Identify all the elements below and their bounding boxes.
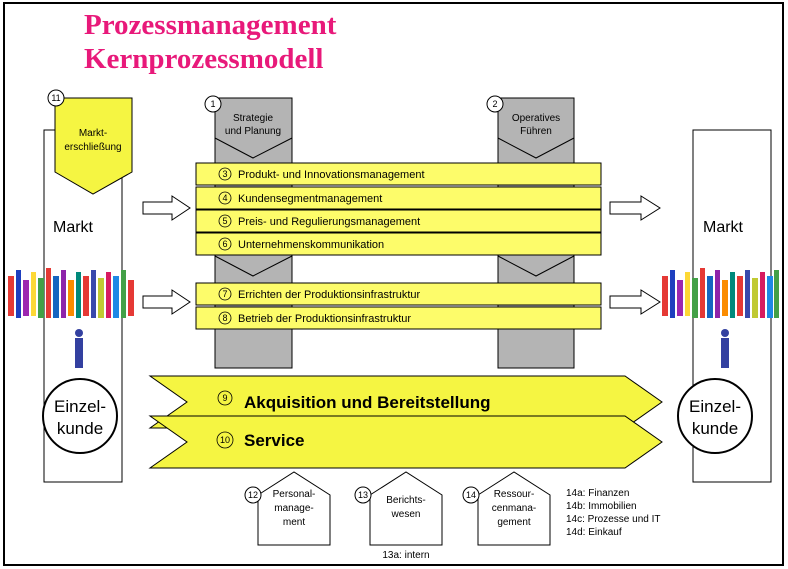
- resources-label-2: cenmana-: [492, 503, 536, 514]
- number-11: 11: [51, 93, 60, 103]
- process-bar-7: [195, 282, 602, 306]
- left-crowd-illustration: [8, 268, 134, 318]
- resources-label-1: Ressour-: [494, 489, 535, 500]
- number-badge-3: [218, 167, 232, 181]
- title-line-2: Kernprozessmodell: [84, 43, 324, 75]
- process-bar-5: [195, 209, 602, 233]
- resource-note-purchasing: 14d: Einkauf: [566, 527, 622, 538]
- operations-label-1: Operatives: [512, 113, 560, 124]
- support-house-personnel: [257, 471, 331, 546]
- title-line-1: Prozessmanagement: [84, 9, 337, 41]
- process-bar-3: [195, 162, 602, 186]
- right-market-label: Markt: [703, 219, 744, 236]
- left-customer-label-2: kunde: [57, 419, 103, 438]
- process-label-7: Errichten der Produktionsinfrastruktur: [238, 289, 421, 301]
- strategy-column-chevron-mid: [214, 255, 293, 277]
- number-1: 1: [210, 99, 215, 109]
- process-bar-8: [195, 306, 602, 330]
- number-badge-11: [47, 89, 65, 107]
- number-6: 6: [222, 239, 227, 249]
- number-badge-10: [216, 431, 234, 449]
- market-development-pentagon: [54, 97, 133, 195]
- chevron-service: [148, 415, 663, 469]
- right-crowd-illustration: [662, 268, 779, 318]
- operations-column-chevron-mid: [497, 255, 575, 277]
- number-3: 3: [222, 169, 227, 179]
- chevron-service-label: Service: [244, 431, 305, 450]
- number-13: 13: [358, 490, 368, 500]
- number-14: 14: [466, 490, 476, 500]
- market-development-label-1: Markt-: [79, 128, 107, 139]
- personnel-label-3: ment: [283, 517, 305, 528]
- personnel-label-2: manage-: [274, 503, 313, 514]
- arrow-right-upper: [609, 195, 661, 221]
- process-label-4: Kundensegmentmanagement: [238, 193, 382, 205]
- number-4: 4: [222, 193, 227, 203]
- operations-column-chevron-top: [497, 137, 575, 159]
- number-badge-4: [218, 191, 232, 205]
- right-customer-circle: [677, 378, 753, 454]
- process-label-3: Produkt- und Innovationsmanagement: [238, 169, 425, 181]
- number-5: 5: [222, 216, 227, 226]
- resource-note-finance: 14a: Finanzen: [566, 488, 629, 499]
- number-2: 2: [492, 99, 497, 109]
- number-badge-7: [218, 287, 232, 301]
- number-badge-2: [486, 95, 504, 113]
- arrow-left-lower: [142, 289, 191, 315]
- process-bar-4: [195, 186, 602, 210]
- number-12: 12: [248, 490, 258, 500]
- support-house-resources: [477, 471, 551, 546]
- number-badge-9: [217, 390, 233, 406]
- strategy-column-chevron-top: [214, 137, 293, 159]
- left-market-label: Markt: [53, 219, 94, 236]
- arrow-left-upper: [142, 195, 191, 221]
- number-badge-14: [462, 486, 480, 504]
- right-person-figure: [721, 329, 729, 368]
- number-9: 9: [222, 393, 227, 403]
- process-label-6: Unternehmenskommunikation: [238, 239, 384, 251]
- strategy-label-2: und Planung: [225, 126, 281, 137]
- resources-label-3: gement: [497, 517, 531, 528]
- left-person-figure: [75, 329, 83, 368]
- resource-note-real-estate: 14b: Immobilien: [566, 501, 637, 512]
- process-label-5: Preis- und Regulierungsmanagement: [238, 216, 420, 228]
- right-customer-label-2: kunde: [692, 419, 738, 438]
- number-badge-5: [218, 214, 232, 228]
- number-10: 10: [220, 435, 230, 445]
- left-customer-circle: [42, 378, 118, 454]
- right-customer-label-1: Einzel-: [689, 397, 741, 416]
- arrow-right-lower: [609, 289, 661, 315]
- number-badge-1: [204, 95, 222, 113]
- reporting-note: 13a: intern: [382, 550, 429, 561]
- process-bar-6: [195, 232, 602, 256]
- number-badge-12: [244, 486, 262, 504]
- market-development-label-2: erschließung: [64, 142, 121, 153]
- number-7: 7: [222, 289, 227, 299]
- personnel-label-1: Personal-: [273, 489, 316, 500]
- support-house-reporting: [369, 471, 443, 546]
- process-label-8: Betrieb der Produktionsinfrastruktur: [238, 313, 411, 325]
- number-badge-6: [218, 237, 232, 251]
- reporting-label-1: Berichts-: [386, 495, 425, 506]
- operations-label-2: Führen: [520, 126, 552, 137]
- process-group-a: 3 Produkt- und Innovationsmanagement 4 K…: [195, 162, 602, 256]
- left-customer-label-1: Einzel-: [54, 397, 106, 416]
- strategy-label-1: Strategie: [233, 113, 273, 124]
- flow-arrows: [142, 195, 661, 315]
- number-8: 8: [222, 313, 227, 323]
- number-badge-13: [354, 486, 372, 504]
- reporting-label-2: wesen: [391, 509, 421, 520]
- process-group-b: 7 Errichten der Produktionsinfrastruktur…: [195, 282, 602, 330]
- chevron-acquisition-label: Akquisition und Bereitstellung: [244, 393, 491, 412]
- number-badge-8: [218, 311, 232, 325]
- resource-note-processes-it: 14c: Prozesse und IT: [566, 514, 661, 525]
